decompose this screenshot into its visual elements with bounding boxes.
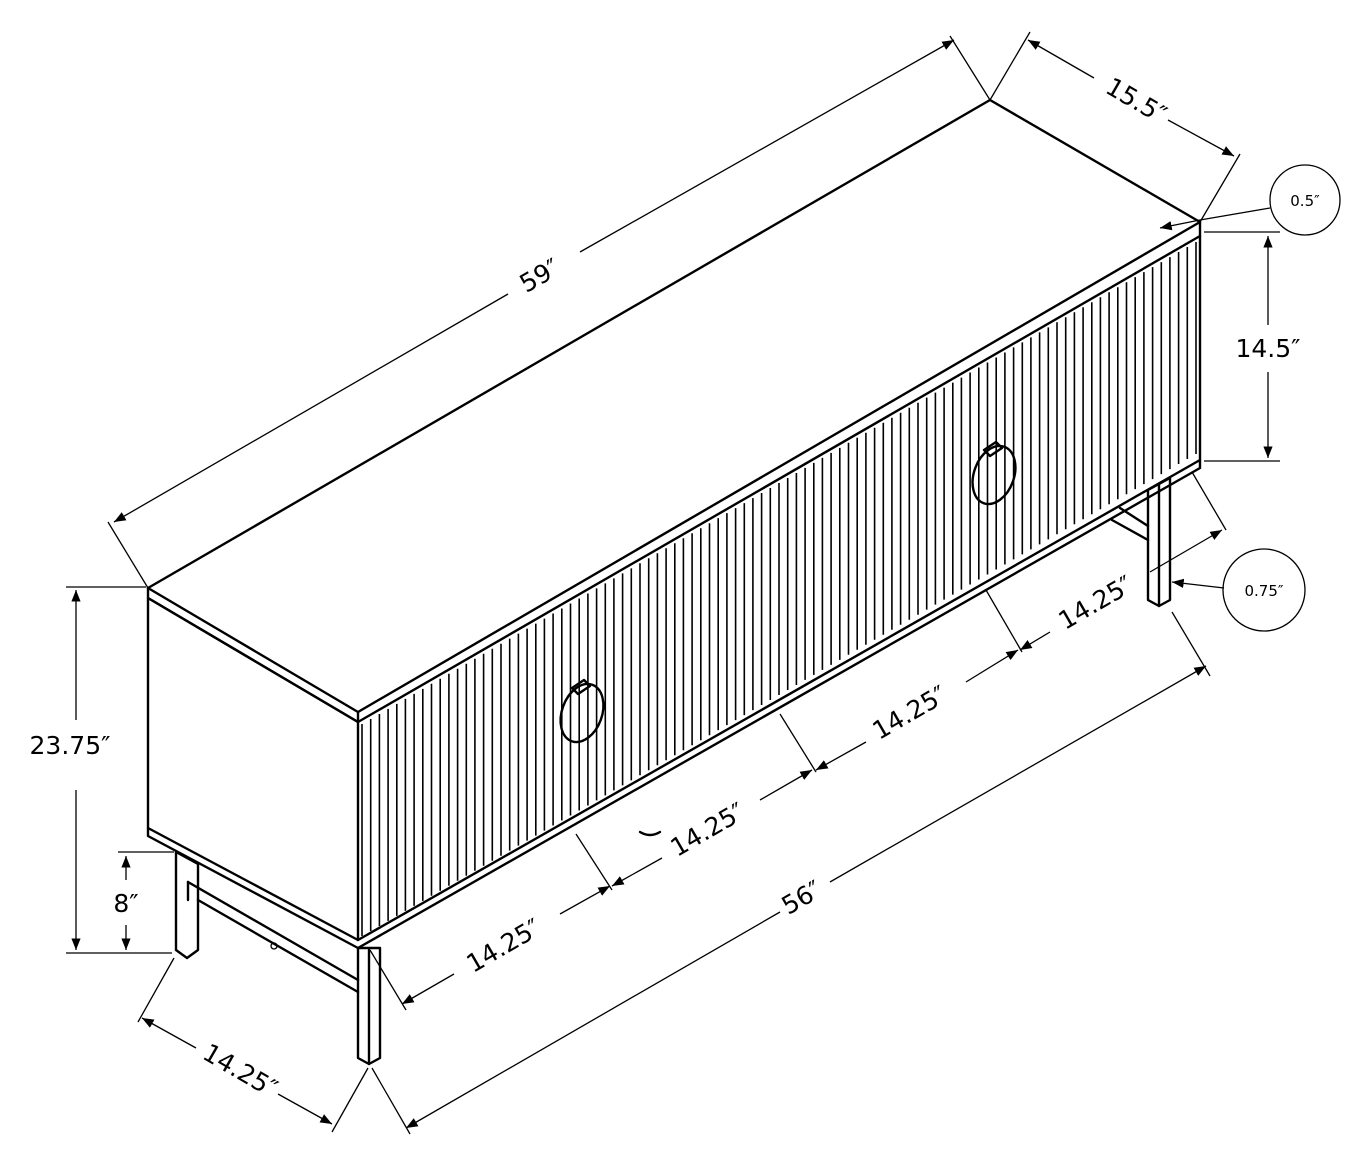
fluted-doors xyxy=(361,242,1197,936)
legs xyxy=(174,476,1172,1066)
dim-door-2: 14.25″ xyxy=(611,713,817,887)
dim-leg-height: 8″ xyxy=(113,851,174,950)
cabinet xyxy=(146,98,1202,950)
dim-cabinet-height: 14.5″ xyxy=(1204,231,1301,462)
label-leg-depth: 14.25″ xyxy=(198,1038,283,1104)
label-door-1: 14.25″ xyxy=(461,913,546,979)
dim-top-thickness: 0.5″ xyxy=(1159,164,1341,236)
label-leg-span: 56″ xyxy=(777,875,827,921)
label-door-3: 14.25″ xyxy=(867,680,952,746)
dim-door-1: 14.25″ xyxy=(369,833,613,1011)
dim-door-4: 14.25″ xyxy=(1019,471,1227,651)
label-door-4: 14.25″ xyxy=(1053,570,1138,636)
dim-door-3: 14.25″ xyxy=(815,589,1023,771)
door-handle-left xyxy=(559,678,605,744)
dim-leg-span: 56″ xyxy=(371,611,1211,1135)
label-overall-height: 23.75″ xyxy=(30,731,111,760)
dim-depth: 15.5″ xyxy=(989,31,1241,223)
label-depth: 15.5″ xyxy=(1101,72,1172,130)
dim-overall-height: 23.75″ xyxy=(30,586,172,954)
label-leg-height: 8″ xyxy=(113,889,138,918)
label-top-thickness: 0.5″ xyxy=(1290,192,1320,210)
label-door-2: 14.25″ xyxy=(665,797,750,863)
label-leg-thickness: 0.75″ xyxy=(1244,582,1283,600)
dim-leg-depth: 14.25″ xyxy=(137,957,369,1133)
dim-leg-thickness: 0.75″ xyxy=(1171,548,1306,632)
label-overall-width: 59″ xyxy=(515,253,565,299)
door-handle-right xyxy=(971,440,1017,506)
label-cabinet-height: 14.5″ xyxy=(1235,334,1300,363)
